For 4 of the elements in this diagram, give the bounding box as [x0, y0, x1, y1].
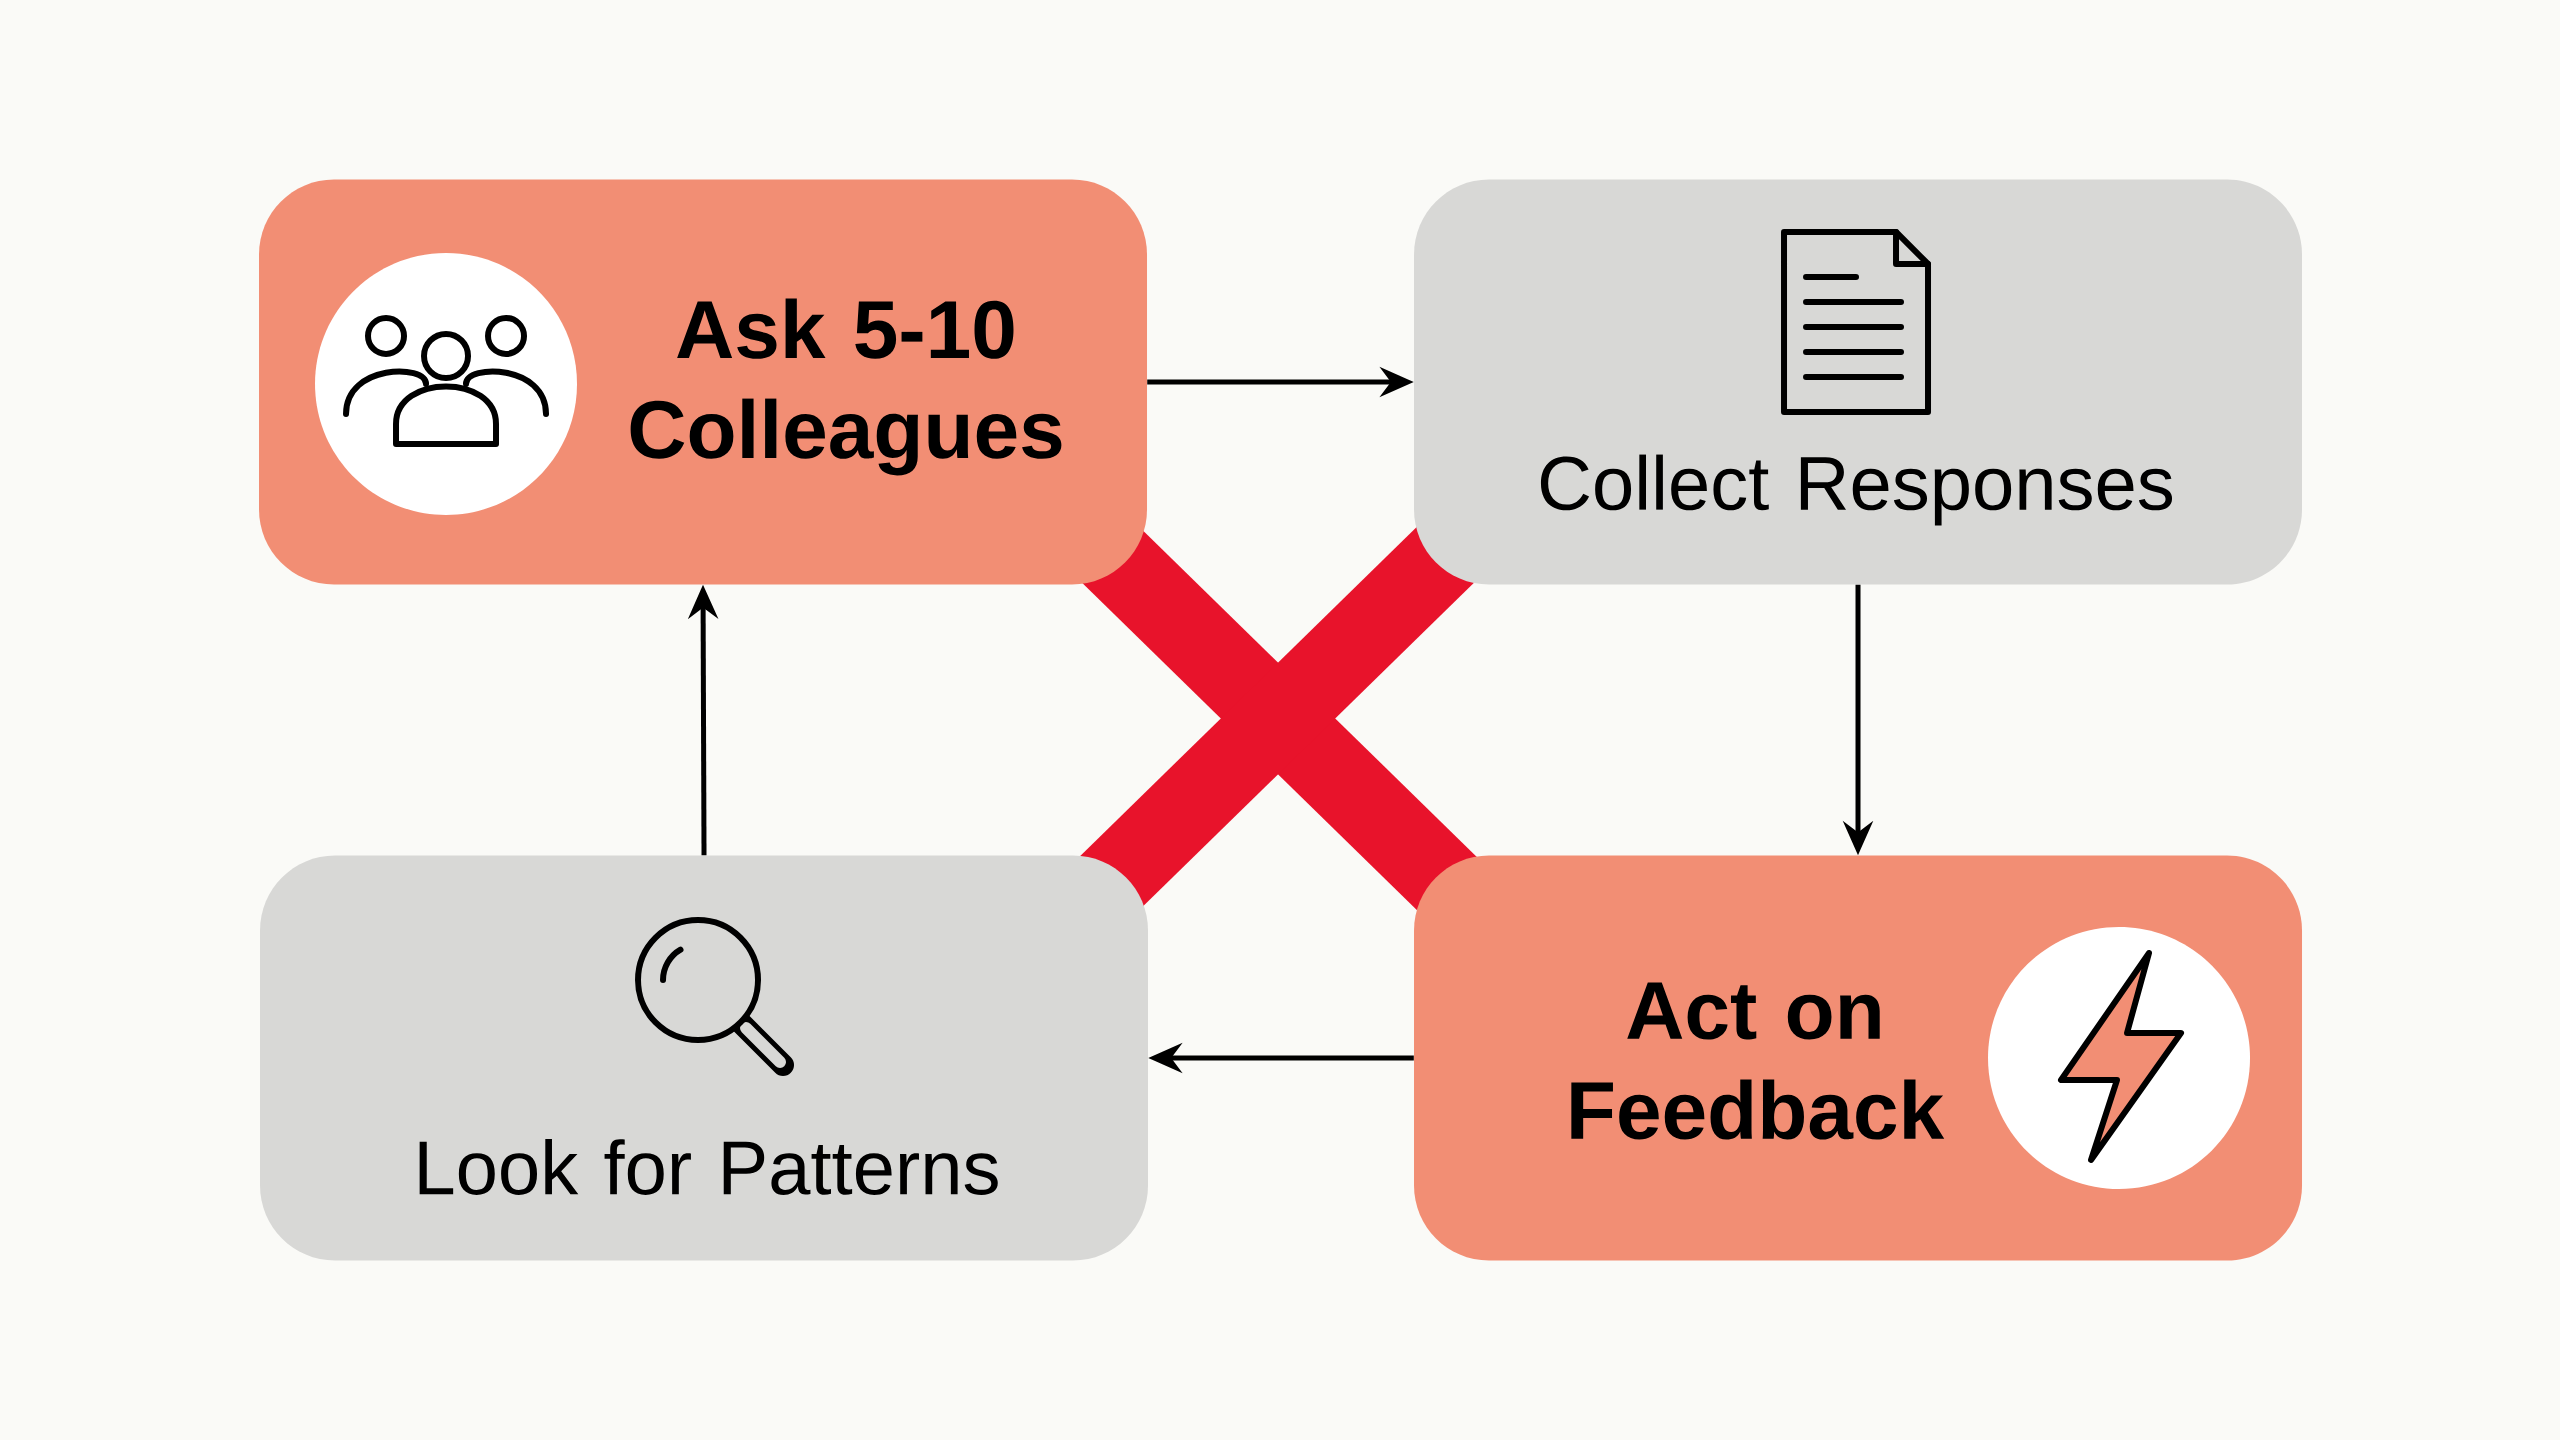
process-box: Collect Responses	[1414, 179, 2302, 585]
process-box: Look for Patterns	[260, 855, 1148, 1261]
process-box: Ask 5-10 Colleagues	[259, 179, 1147, 585]
process-box: Act on Feedback	[1414, 855, 2302, 1261]
